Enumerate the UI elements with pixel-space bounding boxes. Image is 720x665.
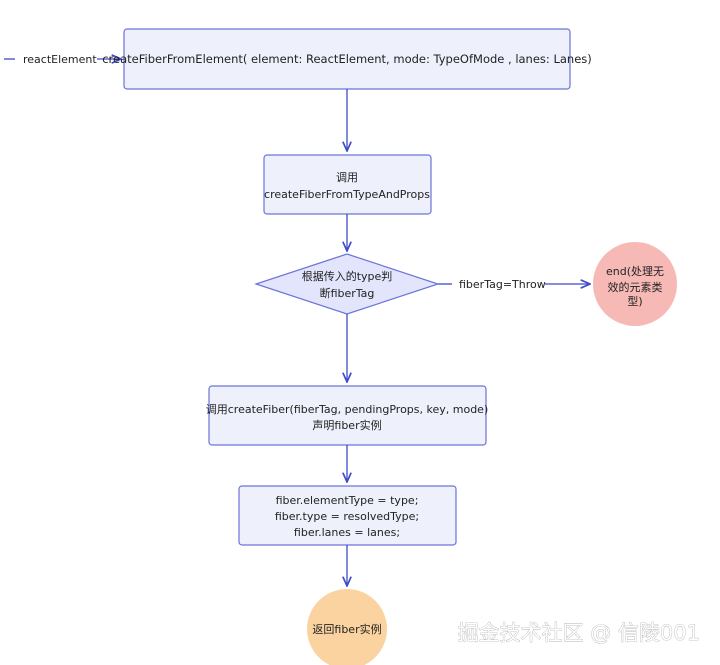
decision-fibertag <box>254 253 440 315</box>
watermark: 掘金技术社区 @ 信陵001 <box>458 621 700 645</box>
node-assign-line2: fiber.type = resolvedType; <box>275 510 419 523</box>
throw-edge-label: fiberTag=Throw <box>459 278 546 291</box>
node-call-type-props-line2: createFiberFromTypeAndProps <box>264 188 430 201</box>
node-return <box>307 589 387 665</box>
node-call-type-props <box>263 154 432 215</box>
decision-line1: 根据传入的type判 <box>302 269 393 283</box>
node-call-type-props-line1: 调用 <box>336 171 358 184</box>
node-assign-line3: fiber.lanes = lanes; <box>294 526 400 539</box>
node-end <box>593 242 677 326</box>
input-label: reactElement <box>23 53 97 66</box>
node-create-from-element-text: createFiberFromElement( element: ReactEl… <box>102 52 592 66</box>
node-create-fiber-line1: 调用createFiber(fiberTag, pendingProps, ke… <box>206 403 489 416</box>
node-end-line3: 型) <box>627 294 642 308</box>
node-end-line2: 效的元素类 <box>608 280 663 294</box>
decision-line2: 断fiberTag <box>320 286 375 300</box>
node-create-fiber-line2: 声明fiber实例 <box>312 418 381 432</box>
node-end-line1: end(处理无 <box>606 265 664 278</box>
node-assign-line1: fiber.elementType = type; <box>276 494 419 507</box>
node-return-text: 返回fiber实例 <box>312 622 381 636</box>
